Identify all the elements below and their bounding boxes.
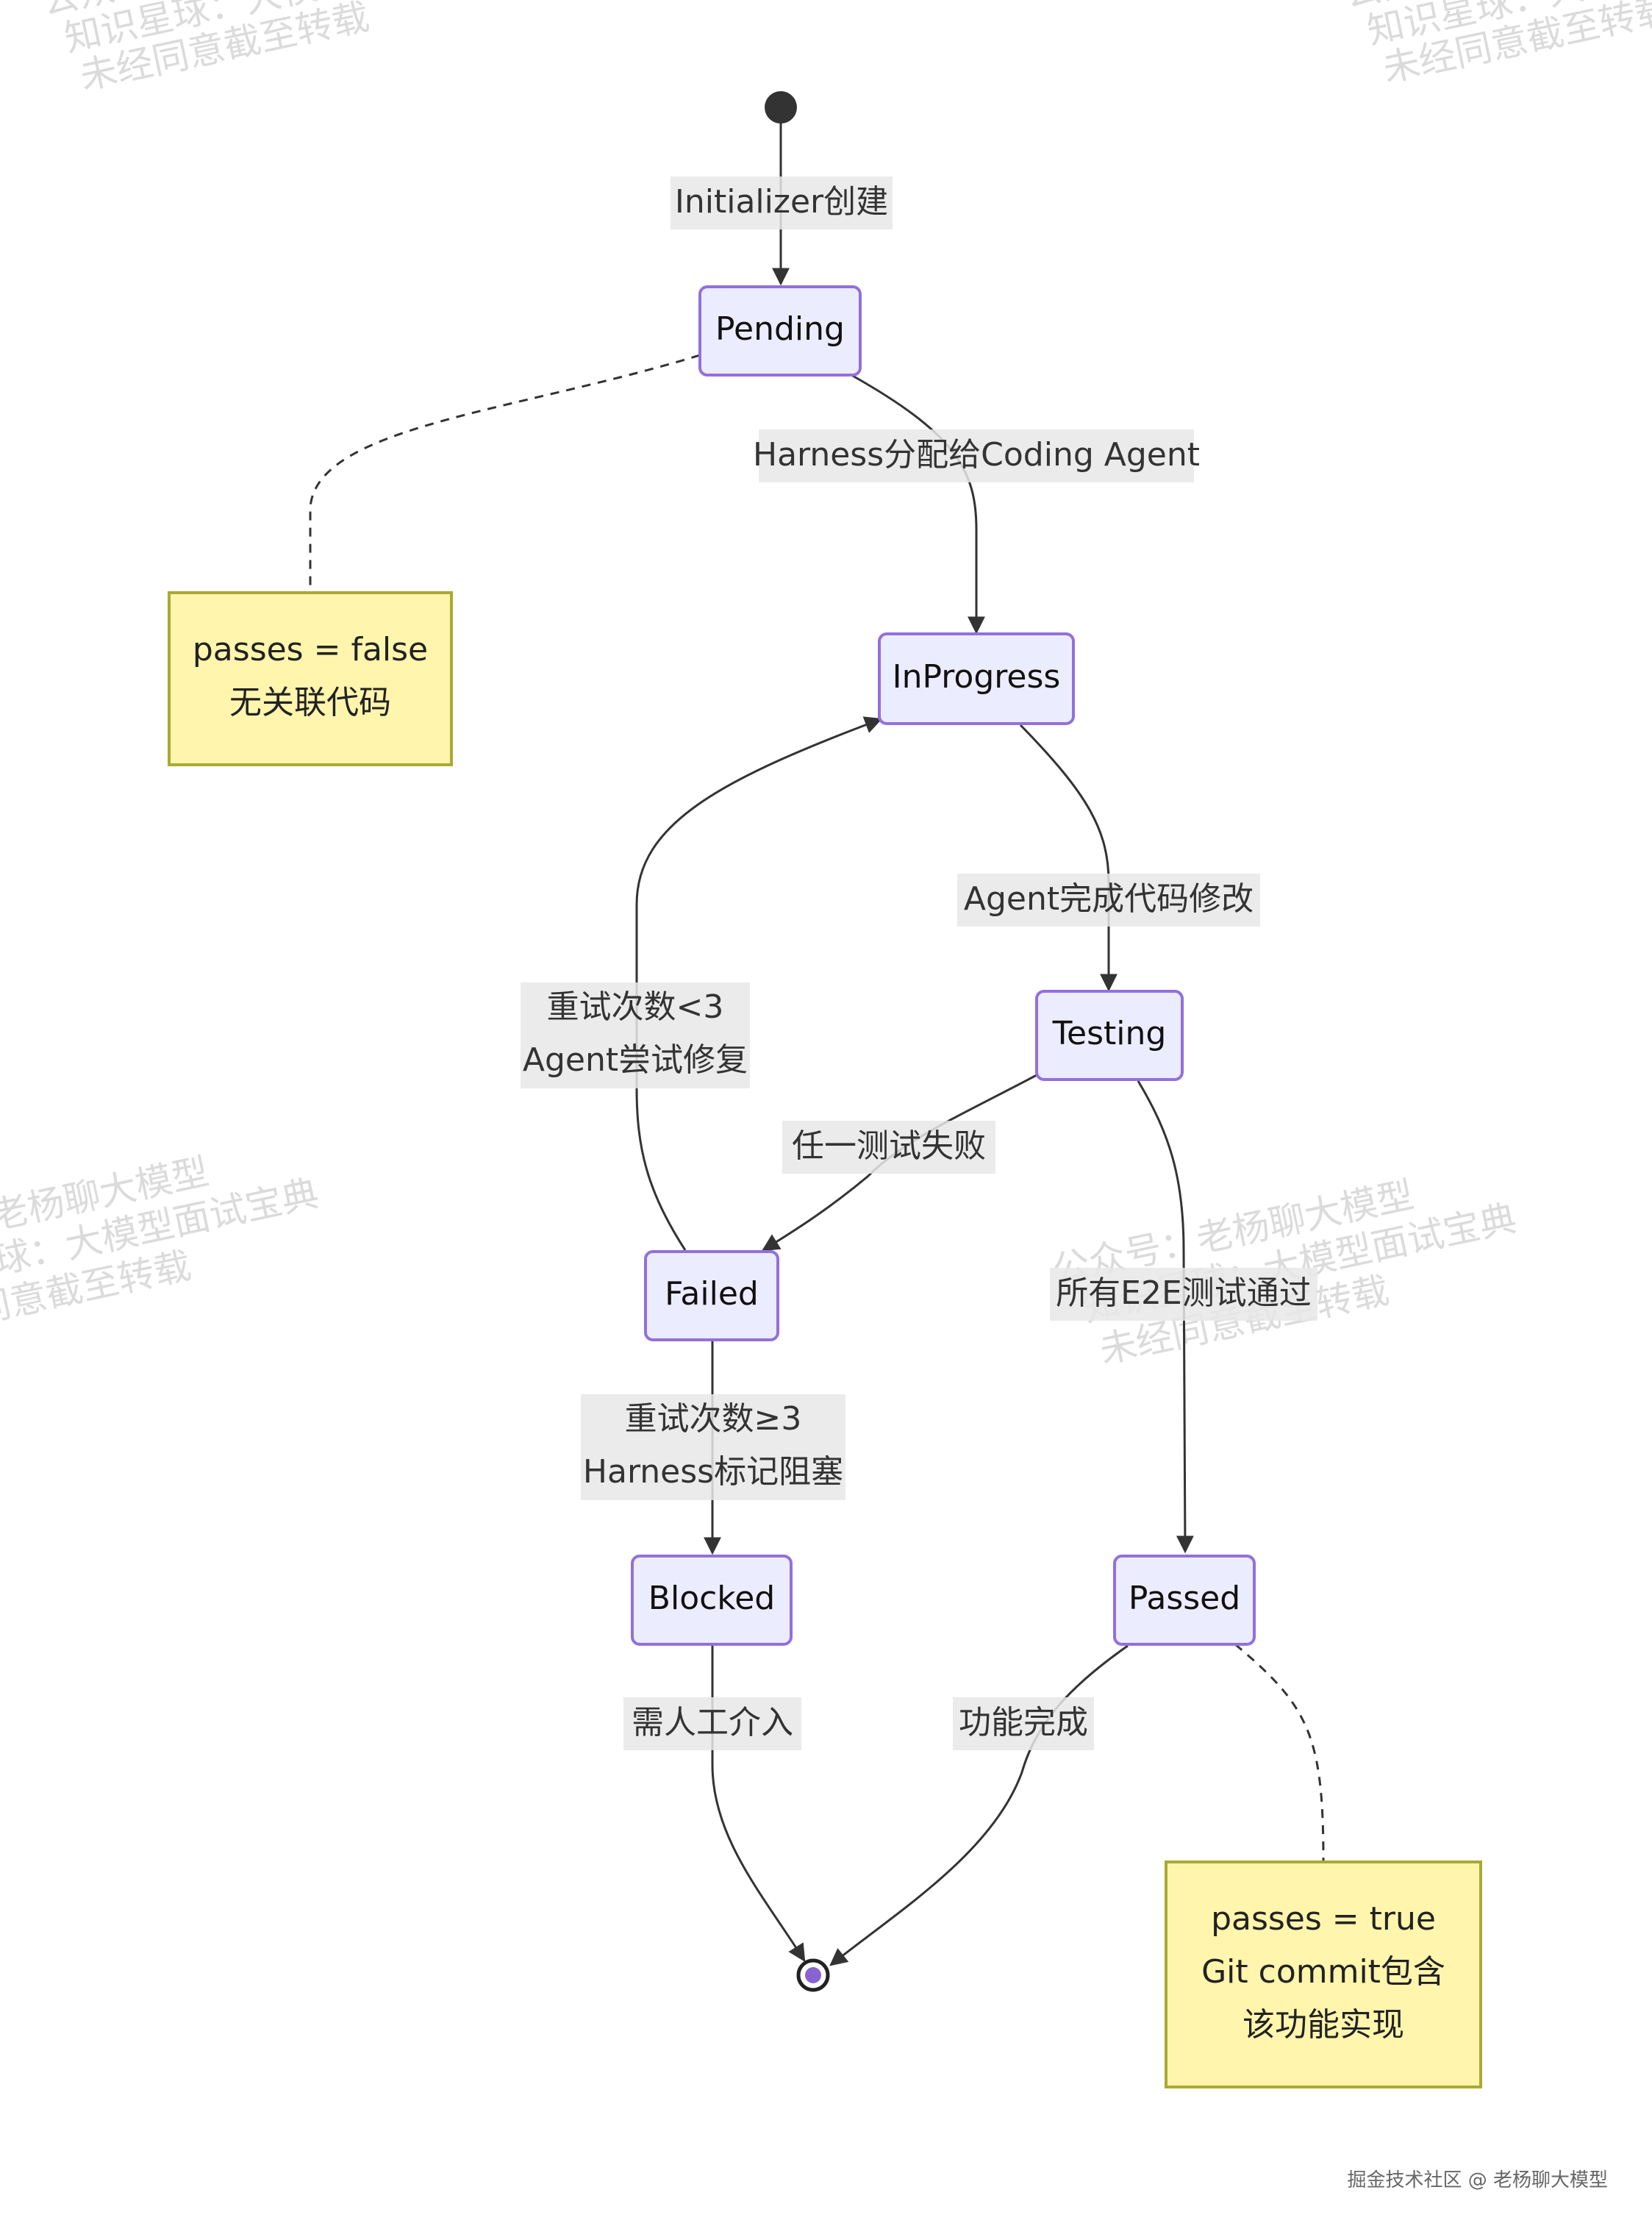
svg-text:所有E2E测试通过: 所有E2E测试通过 [1056, 1274, 1312, 1312]
svg-text:功能完成: 功能完成 [959, 1704, 1088, 1741]
label-agent-done: Agent完成代码修改 [957, 874, 1260, 927]
svg-text:Passed: Passed [1129, 1580, 1240, 1617]
passed-note-connector [1234, 1643, 1325, 1861]
start-node [765, 91, 797, 124]
label-retry: 重试次数<3 Agent尝试修复 [521, 982, 750, 1088]
note-passed: passes = true Git commit包含 该功能实现 [1165, 1860, 1482, 2088]
svg-text:任一测试失败: 任一测试失败 [792, 1127, 986, 1165]
svg-text:Agent完成代码修改: Agent完成代码修改 [964, 880, 1254, 918]
label-complete: 功能完成 [953, 1697, 1094, 1750]
note-pending: passes = false 无关联代码 [168, 591, 453, 766]
svg-text:Initializer创建: Initializer创建 [675, 183, 888, 221]
svg-text:Blocked: Blocked [648, 1580, 775, 1617]
state-inprogress[interactable]: InProgress [878, 632, 1075, 725]
svg-text:该功能实现: 该功能实现 [1242, 2006, 1404, 2044]
svg-text:passes = false: passes = false [193, 631, 428, 668]
svg-text:InProgress: InProgress [893, 658, 1061, 696]
svg-text:Testing: Testing [1052, 1015, 1167, 1052]
watermark-top-right: 公众号：老杨聊大模型 知识星球：大模型面试宝典 未经同意截至转载 [1341, 0, 1652, 90]
state-passed[interactable]: Passed [1113, 1555, 1256, 1646]
pending-note-connector [309, 354, 701, 588]
svg-text:Agent尝试修复: Agent尝试修复 [523, 1041, 748, 1079]
watermark-mid-left: 公众号：老杨聊大模型 知识星球：大模型面试宝典 未经同意截至转载 [0, 1150, 322, 1347]
svg-text:Pending: Pending [715, 310, 845, 348]
label-test-fail: 任一测试失败 [782, 1121, 995, 1174]
state-failed[interactable]: Failed [644, 1250, 779, 1341]
svg-text:需人工介入: 需人工介入 [632, 1704, 793, 1741]
label-block: 重试次数≥3 Harness标记阻塞 [581, 1394, 845, 1500]
label-initializer: Initializer创建 [671, 176, 893, 229]
edge-inprogress-testing [1019, 724, 1118, 992]
watermark-top-left: 公众号：老杨聊大模型 知识星球：大模型面试宝典 未经同意截至转载 [38, 0, 501, 98]
svg-text:passes = true: passes = true [1211, 1900, 1436, 1938]
edge-blocked-end [711, 1644, 806, 1963]
label-all-pass: 所有E2E测试通过 [1050, 1268, 1317, 1321]
svg-text:Harness标记阻塞: Harness标记阻塞 [583, 1453, 843, 1491]
svg-text:Git commit包含: Git commit包含 [1201, 1953, 1445, 1991]
end-node [796, 1958, 830, 1992]
edge-pending-inprogress [851, 374, 985, 635]
edge-testing-passed [1137, 1080, 1194, 1554]
svg-text:Failed: Failed [665, 1275, 759, 1313]
svg-text:Harness分配给Coding Agent: Harness分配给Coding Agent [753, 436, 1200, 474]
svg-text:重试次数<3: 重试次数<3 [547, 988, 724, 1026]
state-blocked[interactable]: Blocked [631, 1555, 793, 1646]
state-pending[interactable]: Pending [698, 285, 862, 377]
edge-passed-end [829, 1644, 1129, 1966]
label-manual: 需人工介入 [623, 1697, 801, 1750]
edge-failed-inprogress [635, 716, 883, 1251]
footer-credit: 掘金技术社区 @ 老杨聊大模型 [1347, 2169, 1608, 2191]
watermark-mid-center: 公众号：老杨聊大模型 知识星球：大模型面试宝典 未经同意截至转载 [1049, 1174, 1520, 1372]
svg-text:重试次数≥3: 重试次数≥3 [625, 1400, 802, 1438]
svg-text:无关联代码: 无关联代码 [229, 684, 391, 721]
label-assign: Harness分配给Coding Agent [753, 429, 1200, 482]
state-testing[interactable]: Testing [1035, 990, 1184, 1081]
